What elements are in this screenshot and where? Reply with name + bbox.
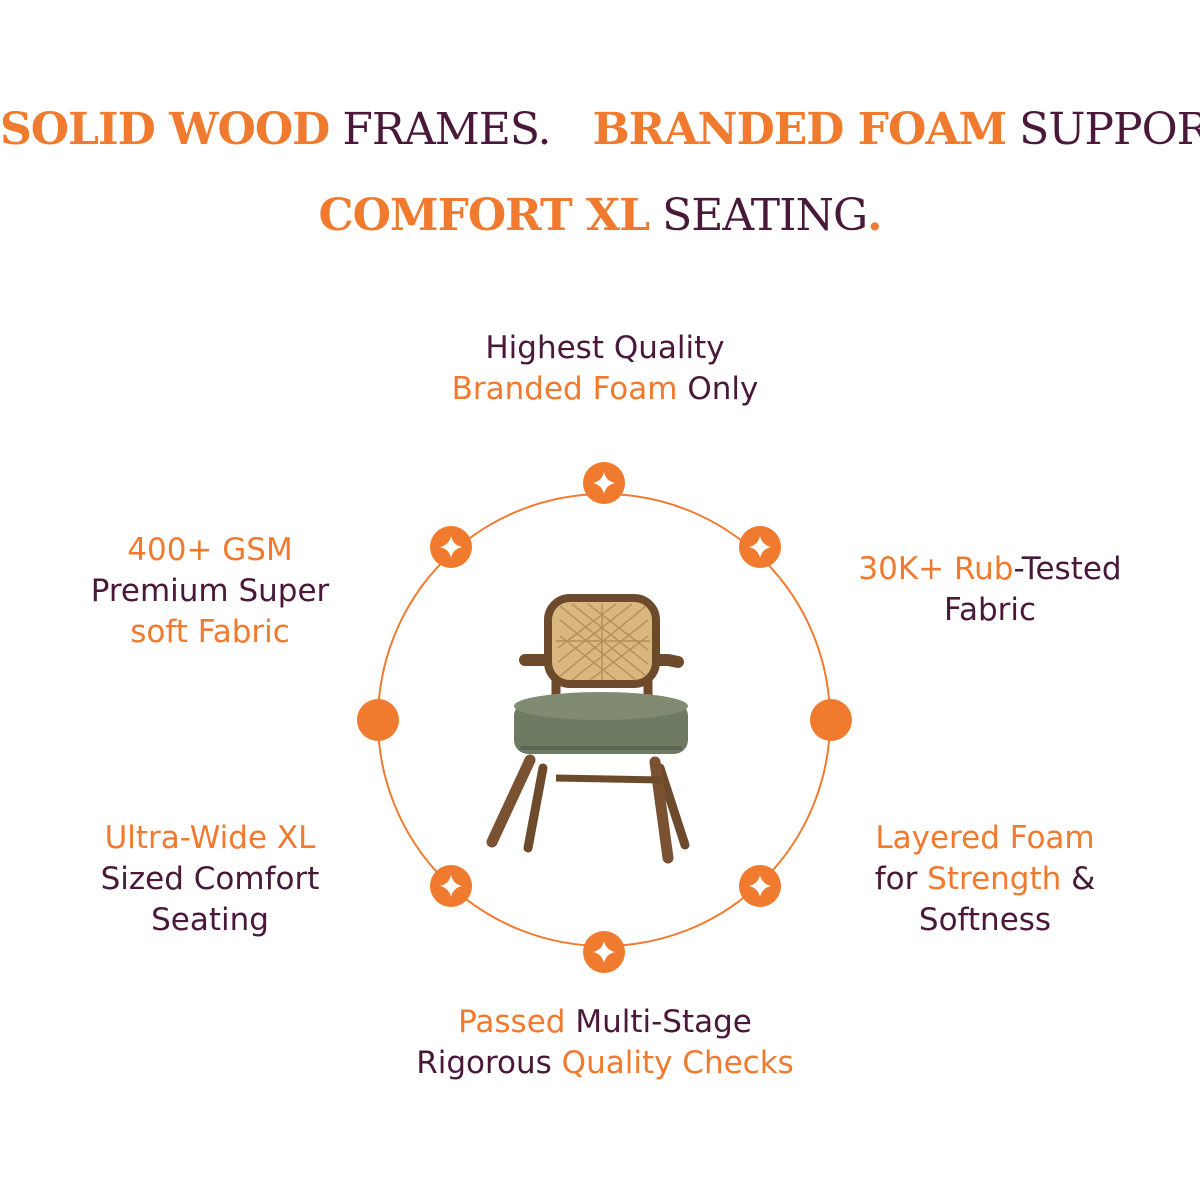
feature-accent: Passed (458, 1004, 566, 1040)
sparkle-icon (583, 462, 625, 504)
headline-period: . (867, 190, 882, 241)
sparkle-icon (430, 526, 472, 568)
circle-node-icon (810, 699, 852, 741)
feature-accent: Strength (927, 861, 1062, 897)
feature-accent: Quality Checks (561, 1045, 794, 1081)
feature-text: Only (677, 371, 759, 407)
feature-text: for (874, 861, 928, 897)
sparkle-icon (739, 865, 781, 907)
headline-support: SUPPORT. (1019, 104, 1200, 155)
feature-line: Seating (151, 902, 269, 938)
feature-line: 400+ GSM (127, 532, 293, 568)
feature-text: & (1061, 861, 1096, 897)
sparkle-icon (739, 526, 781, 568)
feature-line: Branded Foam Only (350, 369, 860, 410)
feature-text: Multi-Stage (565, 1004, 752, 1040)
feature-text: Rigorous (416, 1045, 562, 1081)
feature-line: 30K+ Rub-Tested (830, 549, 1150, 590)
feature-line: Ultra-Wide XL (104, 820, 316, 856)
feature-line: soft Fabric (130, 614, 290, 650)
feature-line: Fabric (943, 592, 1037, 628)
feature-quality-checks: Passed Multi-Stage Rigorous Quality Chec… (330, 1002, 880, 1084)
feature-line: Layered Foam (875, 820, 1095, 856)
headline-line-2: COMFORT XL SEATING. (0, 190, 1200, 241)
feature-line: for Strength & (830, 859, 1140, 900)
feature-line: Sized Comfort (100, 861, 320, 897)
feature-line: Highest Quality (485, 330, 725, 366)
feature-branded-foam: Highest Quality Branded Foam Only (350, 328, 860, 410)
feature-accent: Branded Foam (451, 371, 678, 407)
feature-line: Passed Multi-Stage (330, 1002, 880, 1043)
feature-ultra-wide: Ultra-Wide XL Sized Comfort Seating (40, 818, 380, 941)
feature-line: Rigorous Quality Checks (330, 1043, 880, 1084)
headline-solid-wood: SOLID WOOD (0, 104, 330, 155)
sparkle-icon (430, 865, 472, 907)
headline-branded-foam: BRANDED FOAM (592, 104, 1007, 155)
chair-image (486, 594, 690, 864)
sparkle-icon (583, 931, 625, 973)
feature-accent: 30K+ Rub (858, 551, 1014, 587)
feature-line: Softness (918, 902, 1052, 938)
feature-text: -Tested (1013, 551, 1122, 587)
feature-gsm-fabric: 400+ GSM Premium Super soft Fabric (40, 530, 380, 653)
feature-layered-foam: Layered Foam for Strength & Softness (830, 818, 1140, 941)
feature-line: Premium Super (90, 573, 330, 609)
circle-node-icon (357, 699, 399, 741)
headline-seating: SEATING (649, 190, 868, 241)
headline-line-1: SOLID WOOD FRAMES. BRANDED FOAM SUPPORT. (0, 104, 1200, 155)
feature-rub-tested: 30K+ Rub-Tested Fabric (830, 549, 1150, 631)
headline-frames: FRAMES. (329, 104, 551, 155)
headline-comfort-xl: COMFORT XL (318, 190, 651, 241)
